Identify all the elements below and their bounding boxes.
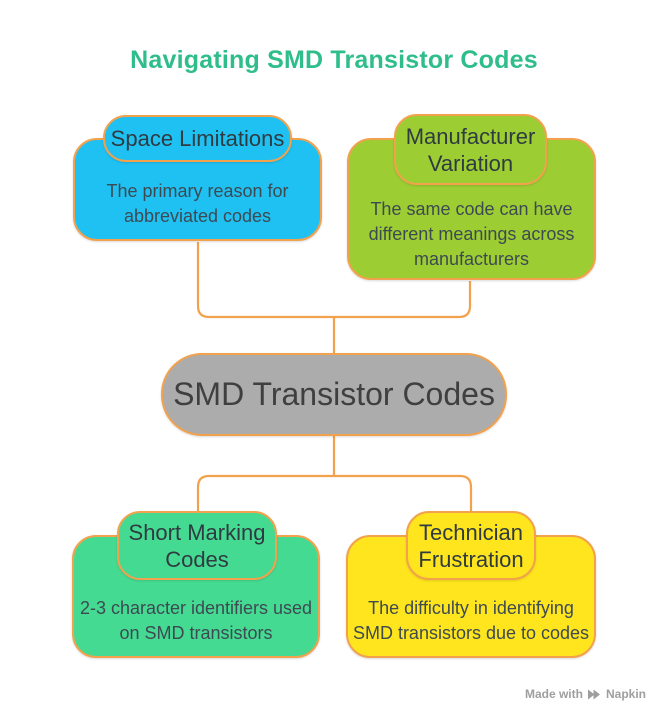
node-manufacturer-variation-title: Manufacturer Variation <box>394 114 547 185</box>
diagram-title: Navigating SMD Transistor Codes <box>130 46 538 74</box>
node-smd-transistor-codes: SMD Transistor Codes <box>161 353 507 436</box>
watermark-brand: Napkin <box>605 687 646 701</box>
node-technician-frustration-title: Technician Frustration <box>406 511 536 580</box>
node-description: 2-3 character identifiers used on SMD tr… <box>79 597 313 643</box>
node-space-limitations-title: Space Limitations <box>103 115 292 162</box>
node-description: The difficulty in identifying SMD transi… <box>352 597 590 643</box>
watermark-prefix: Made with <box>524 687 583 701</box>
node-description: The same code can have different meaning… <box>368 198 575 269</box>
connector-bottom-branch <box>196 474 473 511</box>
node-short-marking-codes-title: Short Marking Codes <box>117 511 277 580</box>
made-with-napkin-watermark: Made with Napkin <box>525 687 646 701</box>
node-manufacturer-variation: The same code can have different meaning… <box>347 138 596 280</box>
node-description: The primary reason for abbreviated codes <box>106 180 289 226</box>
napkin-logo-icon <box>587 689 601 700</box>
node-short-marking-codes: 2-3 character identifiers used on SMD tr… <box>72 535 320 658</box>
